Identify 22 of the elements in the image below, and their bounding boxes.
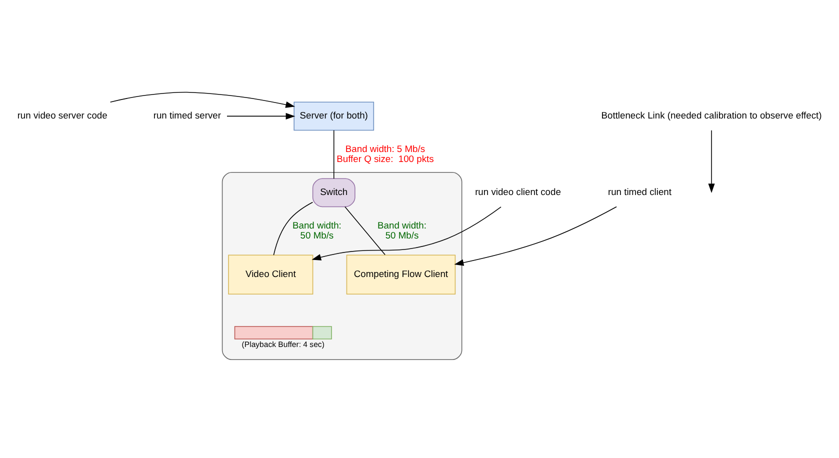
arrow <box>312 206 502 260</box>
connector <box>273 202 314 256</box>
node-text: run timed server <box>153 110 221 121</box>
arrow <box>110 92 296 108</box>
edge-label: Band width: 50 Mb/s <box>292 220 342 240</box>
node-text: run video server code <box>17 110 108 121</box>
node-box: Video Client <box>228 254 314 294</box>
edge-label: Band width: 50 Mb/s <box>378 220 426 240</box>
node-box: Switch <box>312 178 356 208</box>
node-text: Bottleneck Link (needed calibration to observe effect) <box>601 110 822 121</box>
node-box: Competing Flow Client <box>346 254 456 294</box>
node-box: Server (for both) <box>294 102 374 131</box>
node-text: run timed client <box>608 187 672 198</box>
connector <box>333 130 334 179</box>
arrow <box>454 206 617 266</box>
connector <box>344 206 386 256</box>
node-text: run video client code <box>475 187 561 198</box>
cluster <box>222 172 462 360</box>
node-label: (Playback Buffer: 4 sec) <box>242 340 324 349</box>
edge-label: Band width: 5 Mb/s Buffer Q size: 100 pkts <box>336 144 434 164</box>
arrow <box>226 112 296 120</box>
arrow <box>708 130 715 193</box>
